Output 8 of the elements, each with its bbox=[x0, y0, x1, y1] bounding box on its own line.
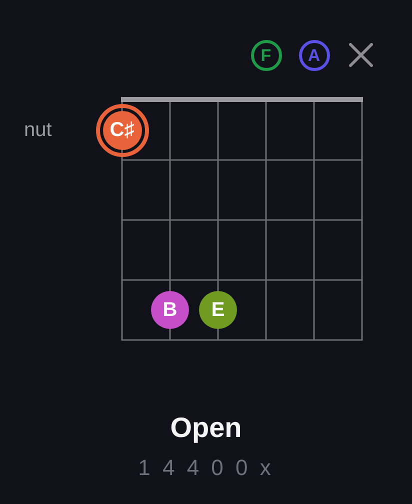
fingering-text: 1 4 4 0 0 x bbox=[138, 455, 274, 480]
note-marker: B bbox=[151, 291, 189, 329]
note-marker: E bbox=[199, 291, 237, 329]
open-string-marker: F bbox=[250, 40, 282, 70]
nut-label: nut bbox=[24, 118, 52, 142]
root-note-marker: C♯ bbox=[96, 104, 148, 156]
chord-name: Open bbox=[170, 412, 242, 443]
open-string-marker: A bbox=[298, 40, 330, 70]
